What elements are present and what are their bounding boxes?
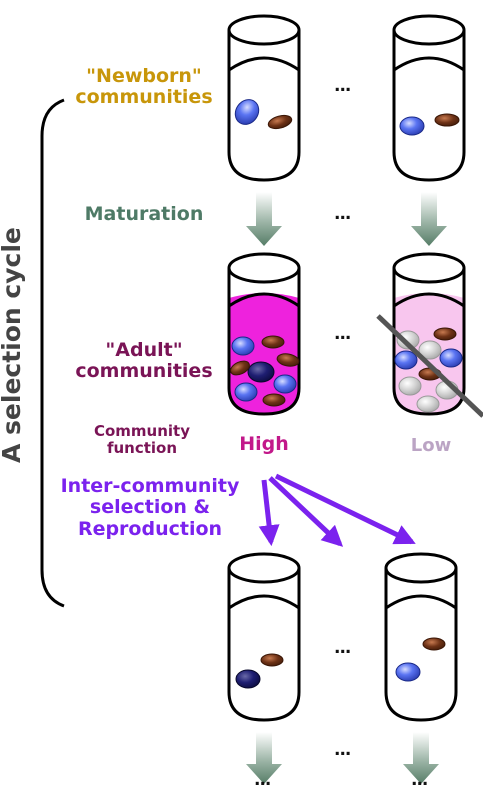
ellipsis-row3: ... (334, 638, 351, 658)
offspring-tube-left (227, 552, 301, 722)
selection-label-line2: selection & (89, 496, 211, 519)
adult-label-line2: communities (75, 360, 213, 383)
brown-cell (260, 653, 284, 667)
blue-cell (273, 374, 297, 394)
next-cycle-arrow-left (246, 732, 282, 784)
ellipsis-bottom: ... (334, 740, 351, 760)
ellipsis-under-right: ... (411, 770, 428, 790)
navy-cell (235, 669, 261, 689)
gray-cell (418, 340, 442, 360)
next-cycle-arrow-right (403, 732, 439, 784)
newborn-label-line1: "Newborn" (86, 65, 202, 87)
strike-through-line (376, 314, 483, 418)
ellipsis-row2: ... (334, 324, 351, 344)
brown-cell (434, 113, 460, 127)
ellipsis-row1: ... (334, 76, 351, 96)
function-label-line1: Community (93, 422, 191, 440)
gray-cell (416, 395, 440, 413)
selection-label-line3: Reproduction (77, 517, 223, 540)
brown-cell (262, 393, 286, 407)
selection-reproduction-label: Inter-community selection & Reproduction (48, 475, 252, 540)
newborn-tube-left (227, 14, 301, 182)
selection-cycle-label: A selection cycle (0, 227, 26, 463)
newborn-label-line2: communities (75, 86, 213, 109)
brown-cell (422, 637, 446, 651)
newborn-label: "Newborn" communities (66, 65, 222, 109)
selection-arrow-2 (268, 476, 344, 547)
brown-cell (230, 360, 250, 376)
selection-label-line1: Inter-community (60, 475, 240, 497)
cycle-bracket (40, 98, 65, 608)
blue-cell (231, 336, 255, 356)
function-label-line2: function (106, 438, 178, 457)
selection-arrow-1 (258, 479, 280, 547)
navy-cell (247, 361, 275, 383)
adult-label: "Adult" communities (66, 339, 222, 383)
offspring-tube-right (384, 552, 458, 722)
blue-cell (234, 382, 258, 402)
maturation-arrow-right (411, 192, 447, 246)
maturation-arrow-left (246, 192, 282, 246)
blue-cell (234, 99, 260, 125)
selection-arrow-3 (274, 473, 416, 545)
brown-cell (433, 327, 457, 341)
blue-cell (394, 350, 418, 370)
gray-cell (396, 330, 420, 350)
brown-cell (267, 114, 293, 130)
community-function-label: Community function (72, 423, 212, 457)
brown-cell (261, 335, 285, 349)
low-label: Low (410, 435, 452, 456)
ellipsis-under-left: ... (254, 770, 271, 790)
blue-cell (395, 662, 421, 682)
high-label: High (239, 433, 289, 455)
newborn-tube-right (392, 14, 466, 182)
brown-cell (276, 353, 300, 367)
maturation-label: Maturation (84, 203, 204, 225)
adult-label-line1: "Adult" (105, 339, 183, 361)
gray-cell (398, 376, 422, 396)
blue-cell (439, 348, 463, 368)
ellipsis-maturation: ... (334, 204, 351, 224)
blue-cell (399, 116, 425, 136)
